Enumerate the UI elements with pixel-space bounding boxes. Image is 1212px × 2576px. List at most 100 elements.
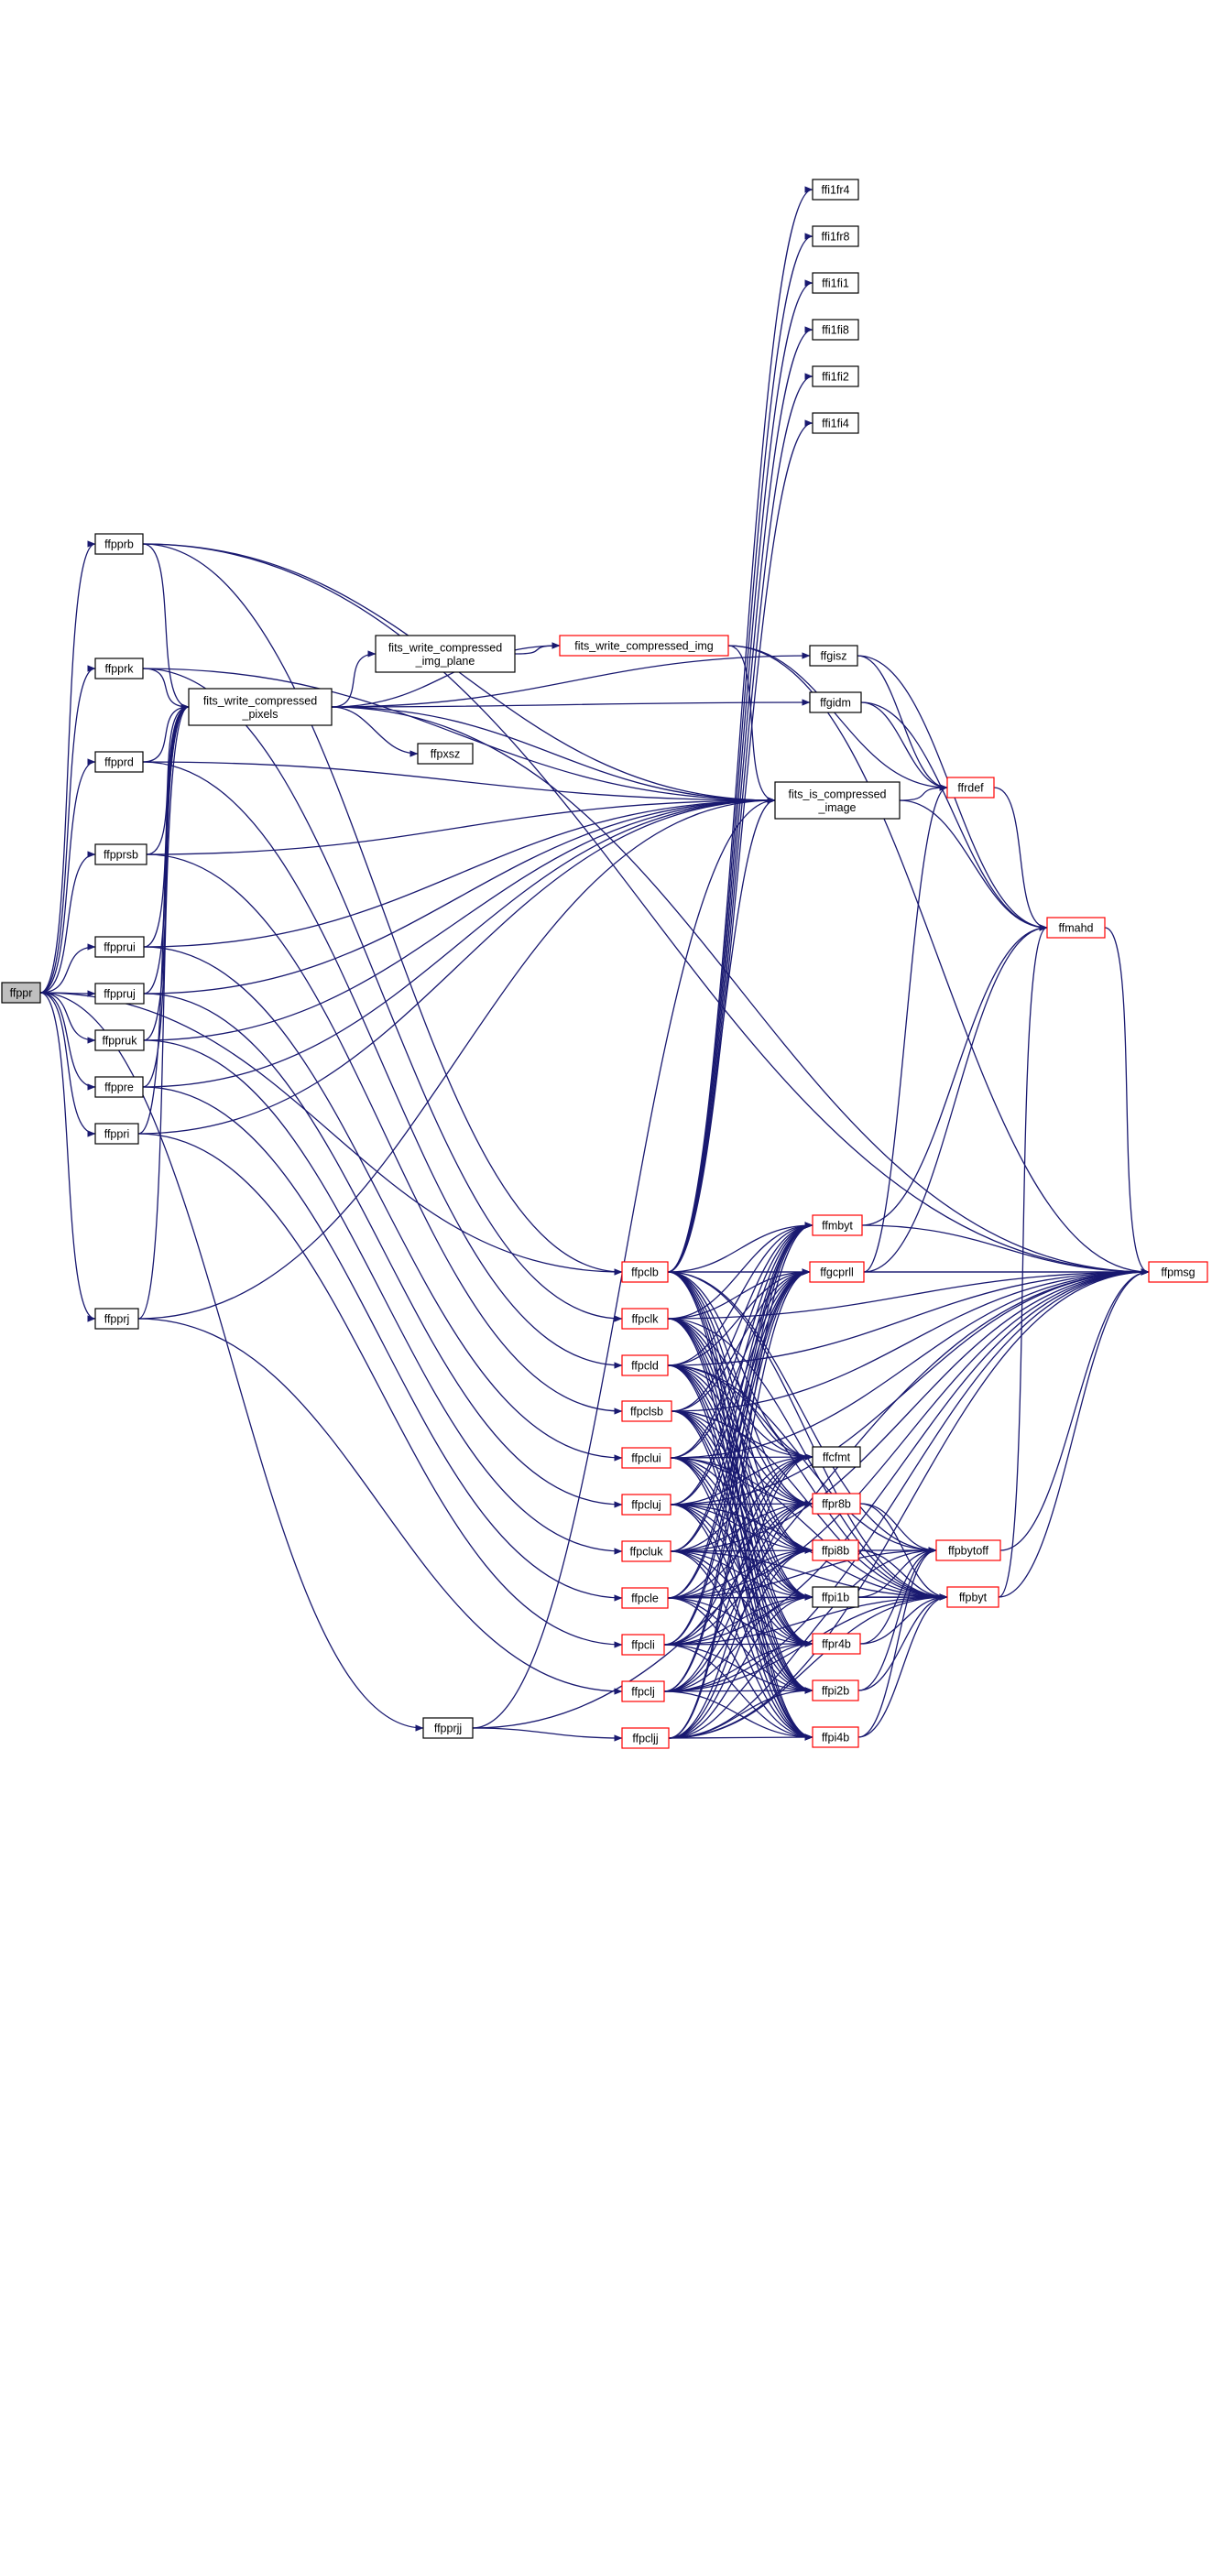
node-ffpbyt[interactable]: ffpbyt (946, 1586, 999, 1608)
node-label: _img_plane (415, 655, 475, 668)
edge-ffppruj-to-fici (143, 797, 776, 995)
node-ffppre[interactable]: ffppre (94, 1076, 144, 1098)
node-ffpr4b[interactable]: ffpr4b (812, 1633, 861, 1655)
node-ffpi4b[interactable]: ffpi4b (812, 1726, 859, 1748)
edge-ffmbyt-to-ffmahd (861, 924, 1048, 1226)
node-box (1148, 1261, 1208, 1283)
edge-ffpprd-to-ffpcld (142, 761, 623, 1369)
edge-ffpi1b-to-ffpbytoff (857, 1547, 937, 1598)
node-ffpxsz[interactable]: ffpxsz (417, 743, 474, 765)
edge-ffpcli-to-ffcfmt (663, 1453, 813, 1646)
node-box (621, 1261, 669, 1283)
node-ffpi8b[interactable]: ffpi8b (812, 1539, 859, 1561)
node-ffpmsg[interactable]: ffpmsg (1148, 1261, 1208, 1283)
node-box (94, 983, 145, 1005)
node-box (94, 658, 144, 679)
node-ffpcli[interactable]: ffpcli (621, 1634, 665, 1656)
node-ffcfmt[interactable]: ffcfmt (812, 1446, 861, 1468)
edge-ffpcljj-to-ffpbytoff (668, 1547, 937, 1739)
edge-ffpr4b-to-ffpbyt (859, 1593, 948, 1645)
edge-ffpprd-to-fwcp (142, 703, 190, 763)
node-ffpcluk[interactable]: ffpcluk (621, 1540, 672, 1562)
node-box (812, 412, 859, 434)
edge-ffpcluj-to-ffcfmt (670, 1453, 813, 1505)
node-ffppr[interactable]: ffppr (1, 982, 41, 1004)
node-ffi1fi1[interactable]: ffi1fi1 (812, 272, 859, 294)
node-ffpcluj[interactable]: ffpcluj (621, 1494, 672, 1516)
edge-ffrdef-to-ffmahd (993, 787, 1048, 931)
node-ffmbyt[interactable]: ffmbyt (812, 1214, 863, 1236)
node-label: fits_write_compressed_img (574, 640, 713, 653)
node-ffpclb[interactable]: ffpclb (621, 1261, 669, 1283)
node-ffpi1b[interactable]: ffpi1b (812, 1586, 859, 1608)
edge-ffpclj-to-ffcfmt (663, 1453, 813, 1692)
node-ffgidm[interactable]: ffgidm (809, 691, 862, 713)
node-ffpcljj[interactable]: ffpcljj (621, 1727, 670, 1749)
node-fits-is-compressed-image[interactable]: fits_is_compressed_image (774, 781, 901, 820)
node-ffpcle[interactable]: ffpcle (621, 1587, 669, 1609)
node-box (812, 1214, 863, 1236)
edge-ffpcluj-to-ffmbyt (670, 1222, 813, 1505)
edge-ffppr-to-ffppre (39, 992, 96, 1091)
edge-ffmbyt-to-ffpmsg (861, 1224, 1150, 1276)
edge-ffpclj-to-ffpi1b (663, 1593, 813, 1692)
node-ffgisz[interactable]: ffgisz (809, 645, 858, 667)
node-fits-write-compressed-img[interactable]: fits_write_compressed_img (559, 635, 729, 657)
node-label: ffpxsz (431, 748, 460, 761)
node-ffi1fi2[interactable]: ffi1fi2 (812, 365, 859, 387)
node-box (621, 1447, 672, 1469)
node-ffppri[interactable]: ffppri (94, 1123, 139, 1145)
node-ffi1fr4[interactable]: ffi1fr4 (812, 179, 859, 201)
node-ffi1fr8[interactable]: ffi1fr8 (812, 225, 859, 247)
edge-ffpcljj-to-ffpr8b (668, 1500, 813, 1739)
edge-ffppre-to-ffpcle (142, 1086, 623, 1602)
edge-ffpcljj-to-ffpr4b (668, 1640, 813, 1739)
node-ffi1fi4[interactable]: ffi1fi4 (812, 412, 859, 434)
node-ffpprsb[interactable]: ffpprsb (94, 843, 147, 865)
edge-ffpcluj-to-ffgcprll (670, 1268, 811, 1505)
node-label: fits_is_compressed (789, 788, 887, 800)
node-ffpprjj[interactable]: ffpprjj (422, 1717, 474, 1739)
node-ffpr8b[interactable]: ffpr8b (812, 1493, 861, 1515)
node-ffrdef[interactable]: ffrdef (946, 777, 995, 799)
edge-ffpcljj-to-ffpi4b (668, 1734, 813, 1741)
node-ffppruj[interactable]: ffppruj (94, 983, 145, 1005)
node-ffpprb[interactable]: ffpprb (94, 533, 144, 555)
node-ffi1fi8[interactable]: ffi1fi8 (812, 319, 859, 341)
node-ffppruk[interactable]: ffppruk (94, 1029, 145, 1051)
edge-ffpclk-to-ffgcprll (667, 1268, 811, 1320)
node-ffpprj[interactable]: ffpprj (94, 1308, 139, 1330)
node-ffpprui[interactable]: ffpprui (94, 936, 145, 958)
node-ffpclk[interactable]: ffpclk (621, 1308, 669, 1330)
edge-ffpr4b-to-ffpbytoff (859, 1547, 937, 1645)
edge-ffgidm-to-ffmahd (860, 701, 1048, 931)
edge-ffppri-to-ffpcli (137, 1133, 623, 1648)
edge-ffpbyt-to-ffmahd (998, 924, 1048, 1598)
node-ffpi2b[interactable]: ffpi2b (812, 1679, 859, 1701)
node-box (621, 1494, 672, 1516)
edge-fwcp-to-ffgidm (331, 699, 811, 708)
node-fits-write-compressed-pixels[interactable]: fits_write_compressed_pixels (188, 688, 333, 726)
edge-ffpbyt-to-ffpmsg (998, 1268, 1150, 1598)
node-ffpclui[interactable]: ffpclui (621, 1447, 672, 1469)
edge-ffpclsb-to-ffmbyt (671, 1222, 813, 1412)
edge-ffpclj-to-ffpmsg (663, 1268, 1150, 1692)
node-ffpbytoff[interactable]: ffpbytoff (935, 1539, 1001, 1561)
edge-ffpprui-to-fwcp (143, 703, 190, 948)
node-ffpprd[interactable]: ffpprd (94, 751, 144, 773)
node-ffmahd[interactable]: ffmahd (1046, 917, 1106, 939)
node-ffgcprll[interactable]: ffgcprll (809, 1261, 865, 1283)
node-fits-write-compressed-img-plane[interactable]: fits_write_compressed_img_plane (375, 635, 516, 673)
node-ffpclsb[interactable]: ffpclsb (621, 1400, 672, 1422)
node-box (621, 1540, 672, 1562)
node-box (559, 635, 729, 657)
node-box (812, 319, 859, 341)
node-label: ffpcluk (630, 1546, 664, 1559)
node-ffpcld[interactable]: ffpcld (621, 1354, 669, 1376)
node-ffpprk[interactable]: ffpprk (94, 658, 144, 679)
node-ffpclj[interactable]: ffpclj (621, 1680, 665, 1702)
edge-ffpclk-to-ffpmsg (667, 1268, 1150, 1320)
edge-ffpcluk-to-ffpr8b (670, 1500, 813, 1552)
node-label: _pixels (242, 708, 278, 721)
